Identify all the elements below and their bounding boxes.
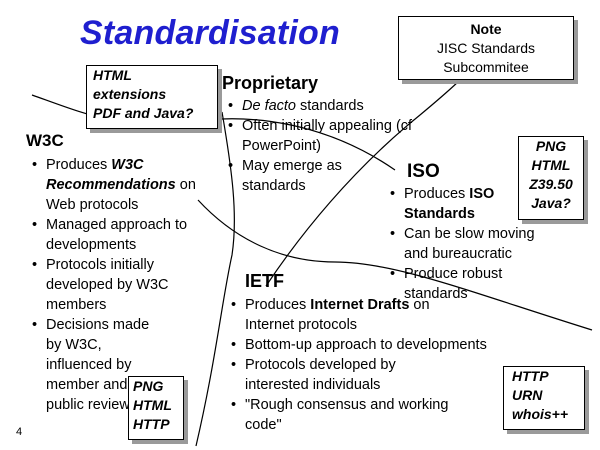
list-item: De facto standards: [226, 96, 436, 116]
w3c-examples-box: PNG HTML HTTP: [128, 376, 184, 440]
iso-list: Produces ISO Standards Can be slow movin…: [388, 184, 568, 304]
box-line: PNG: [133, 378, 164, 394]
box-line: whois++: [512, 406, 569, 422]
list-item: May emerge as standards: [226, 156, 436, 196]
list-item: Can be slow moving and bureaucratic: [388, 224, 568, 264]
list-item: "Rough consensus and working code": [229, 395, 549, 435]
w3c-heading: W3C: [26, 131, 64, 150]
list-item: Bottom-up approach to developments: [229, 335, 549, 355]
list-item: Managed approach to developments: [30, 215, 220, 255]
box-line: PNG: [535, 138, 567, 154]
box-line: HTTP: [512, 368, 549, 384]
list-item: Produces ISO Standards: [388, 184, 568, 224]
note-line: JISC Standards: [436, 40, 536, 56]
iso-heading: ISO: [407, 161, 440, 182]
note-heading: Note: [470, 21, 502, 37]
page-number: 4: [16, 426, 23, 438]
proprietary-heading: Proprietary: [222, 73, 319, 93]
box-line: PDF and Java?: [93, 105, 194, 121]
html-extensions-box: HTML extensions PDF and Java?: [86, 65, 218, 129]
ietf-list: Produces Internet Drafts on Internet pro…: [229, 295, 549, 435]
box-line: HTML: [133, 397, 172, 413]
ietf-examples-box: HTTP URN whois++: [503, 366, 585, 430]
note-box: Note JISC Standards Subcommitee: [398, 16, 574, 80]
w3c-list: Produces W3C Recommendations on Web prot…: [30, 155, 220, 415]
note-line: Subcommitee: [443, 59, 529, 75]
list-item: Often initially appealing (cf PowerPoint…: [226, 116, 436, 156]
proprietary-list: De facto standards Often initially appea…: [226, 96, 436, 196]
box-line: URN: [512, 387, 543, 403]
box-line: extensions: [93, 86, 167, 102]
slide-title: Standardisation: [80, 14, 340, 52]
list-item: Decisions made by W3C, influenced by mem…: [30, 315, 220, 415]
list-item: Protocols developed by interested indivi…: [229, 355, 549, 395]
box-line: HTML: [93, 67, 132, 83]
box-line: HTTP: [133, 416, 170, 432]
ietf-heading: IETF: [245, 271, 284, 291]
list-item: Produces W3C Recommendations on Web prot…: [30, 155, 220, 215]
list-item: Protocols initially developed by W3C mem…: [30, 255, 220, 315]
list-item: Produces Internet Drafts on Internet pro…: [229, 295, 549, 335]
box-line: HTML: [531, 157, 571, 173]
